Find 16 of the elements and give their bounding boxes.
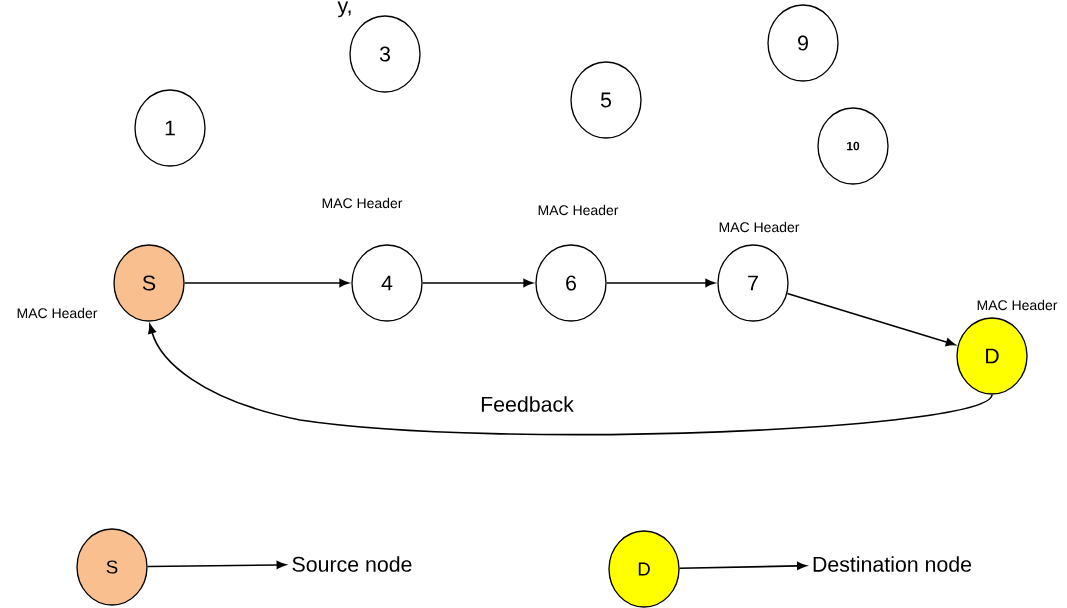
arrow: [421, 278, 533, 288]
arrow: [605, 278, 715, 288]
legend-text: Destination node: [813, 556, 972, 572]
header-label: MAC Header: [977, 299, 1058, 311]
arrow: [183, 278, 349, 288]
legend-text: Source node: [292, 556, 412, 572]
arrow: [146, 560, 287, 569]
header-label: MAC Header: [719, 221, 800, 233]
header-label: MAC Header: [322, 197, 403, 209]
arrow: [148, 323, 993, 436]
arrow: [678, 561, 807, 570]
edge-label: Feedback: [481, 396, 574, 412]
text-fragment: y,: [337, 1, 351, 18]
header-label: MAC Header: [17, 307, 98, 319]
header-label: MAC Header: [538, 204, 619, 216]
arrow: [786, 292, 956, 347]
